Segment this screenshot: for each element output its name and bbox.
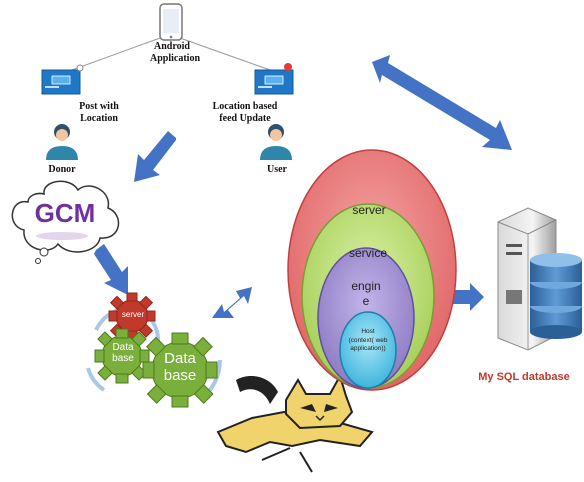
laptop-icon	[254, 69, 294, 95]
donor-label: Donor	[48, 164, 76, 175]
android-app-label: Android Application	[150, 41, 201, 64]
phone-icon	[159, 3, 183, 41]
service-layer-label: service	[348, 246, 387, 260]
tomcat-cat-icon	[216, 373, 374, 473]
host-layer	[339, 311, 397, 389]
gear-server-label: server	[121, 310, 145, 319]
gear-icon	[142, 332, 218, 408]
laptop-icon	[41, 69, 81, 95]
tomcat-container-diagram	[287, 149, 457, 391]
gear-icon	[108, 292, 156, 340]
gear-database-small-label: Data base	[112, 342, 134, 364]
person-icon	[260, 124, 292, 160]
database-cylinder-icon	[530, 253, 582, 339]
user-label: User	[267, 164, 287, 175]
mysql-database-label: My SQL database	[478, 371, 570, 383]
server-layer-label: server	[352, 203, 386, 217]
gcm-label: GCM	[34, 198, 96, 228]
location-feed-label: Location based feed Update	[212, 101, 278, 124]
host-layer-label: Host (context( web application))	[348, 328, 388, 352]
engine-layer-label: engin e	[351, 279, 381, 308]
gear-database-big-label: Data base	[163, 350, 197, 384]
arrow-icon	[94, 55, 512, 318]
post-with-location-label: Post with Location	[79, 101, 119, 124]
gear-icon	[94, 328, 150, 384]
cloud-icon	[11, 180, 120, 264]
person-icon	[46, 124, 78, 160]
